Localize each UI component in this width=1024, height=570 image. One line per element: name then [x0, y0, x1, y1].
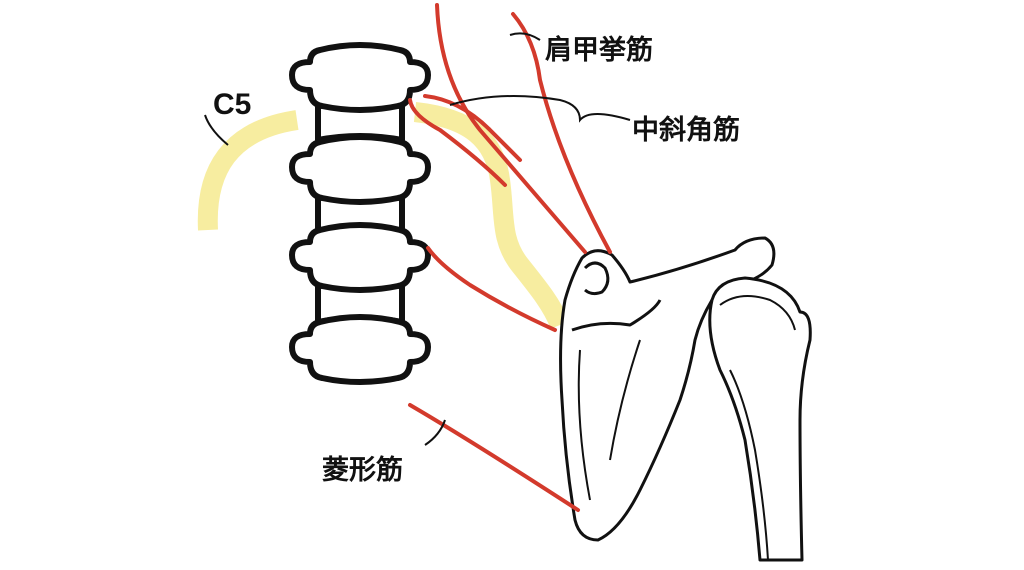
scalene-line-1 [408, 98, 507, 187]
muscle-lines [408, 3, 612, 512]
cervical-vertebrae [289, 42, 431, 385]
levator-scapulae-line-1 [435, 3, 587, 254]
leader-lines [204, 32, 631, 446]
rhomboid-label: 菱形筋 [322, 455, 403, 486]
middle-scalene-label: 中斜角筋 [632, 115, 740, 146]
scapula [559, 236, 776, 542]
levator-scapulae-label: 肩甲挙筋 [545, 35, 653, 66]
rhomboid-line-1 [426, 246, 557, 332]
scalene-line-2 [423, 94, 522, 162]
humerus [708, 276, 812, 562]
rhomboid-line-2 [408, 403, 580, 512]
c5-nerve [197, 102, 570, 329]
c5-label: C5 [213, 88, 252, 121]
